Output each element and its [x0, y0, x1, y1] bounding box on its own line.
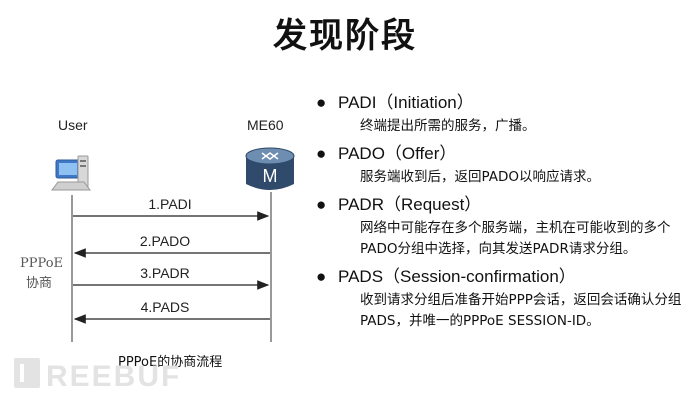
me60-label: ME60 — [247, 117, 284, 133]
computer-icon — [51, 155, 91, 191]
bullet-icon: ● — [316, 144, 327, 163]
padr-label: 3.PADR — [140, 265, 190, 281]
list-item-pads: ● PADS（Session-confirmation） 收到请求分组后准备开始P… — [316, 266, 686, 332]
item-description: 收到请求分组后准备开始PPP会话，返回会话确认分组PADS，并唯一的PPPoE … — [360, 292, 682, 329]
pado-label: 2.PADO — [140, 233, 190, 249]
bullet-icon: ● — [316, 195, 327, 214]
user-label: User — [58, 117, 88, 133]
item-heading: PADS（Session-confirmation） — [338, 267, 576, 286]
router-glyph: M — [263, 166, 278, 186]
item-heading: PADI（Initiation） — [338, 93, 474, 112]
padi-label: 1.PADI — [148, 196, 191, 212]
freebuf-watermark: REEBUF — [14, 358, 181, 393]
list-item-padi: ● PADI（Initiation） 终端提出所需的服务，广播。 — [316, 92, 686, 137]
packet-list: ● PADI（Initiation） 终端提出所需的服务，广播。 ● PADO（Of… — [316, 92, 686, 338]
item-description: 服务端收到后，返回PADO以响应请求。 — [360, 169, 601, 185]
item-heading: PADR（Request） — [338, 195, 482, 214]
item-heading: PADO（Offer） — [338, 144, 457, 163]
side-label-line2: 协商 — [26, 276, 53, 291]
sequence-diagram: M 1.PADI 2.PADO 3.PADR 4.PADS — [51, 147, 295, 342]
bullet-icon: ● — [316, 267, 327, 286]
side-label-line1: PPPoE — [20, 256, 64, 271]
item-description: 网络中可能存在多个服务端，主机在可能收到的多个PADO分组中选择，向其发送PAD… — [360, 220, 671, 257]
list-item-padr: ● PADR（Request） 网络中可能存在多个服务端，主机在可能收到的多个PA… — [316, 194, 686, 260]
diagram-caption: PPPoE的协商流程 — [118, 355, 223, 370]
pppoe-side-label: PPPoE 协商 — [20, 254, 63, 294]
bullet-icon: ● — [316, 93, 327, 112]
item-description: 终端提出所需的服务，广播。 — [360, 118, 536, 134]
page-title: 发现阶段 — [273, 16, 417, 56]
router-icon — [245, 147, 295, 190]
svg-text:REEBUF: REEBUF — [46, 360, 181, 393]
list-item-pado: ● PADO（Offer） 服务端收到后，返回PADO以响应请求。 — [316, 143, 686, 188]
pads-label: 4.PADS — [141, 299, 190, 315]
